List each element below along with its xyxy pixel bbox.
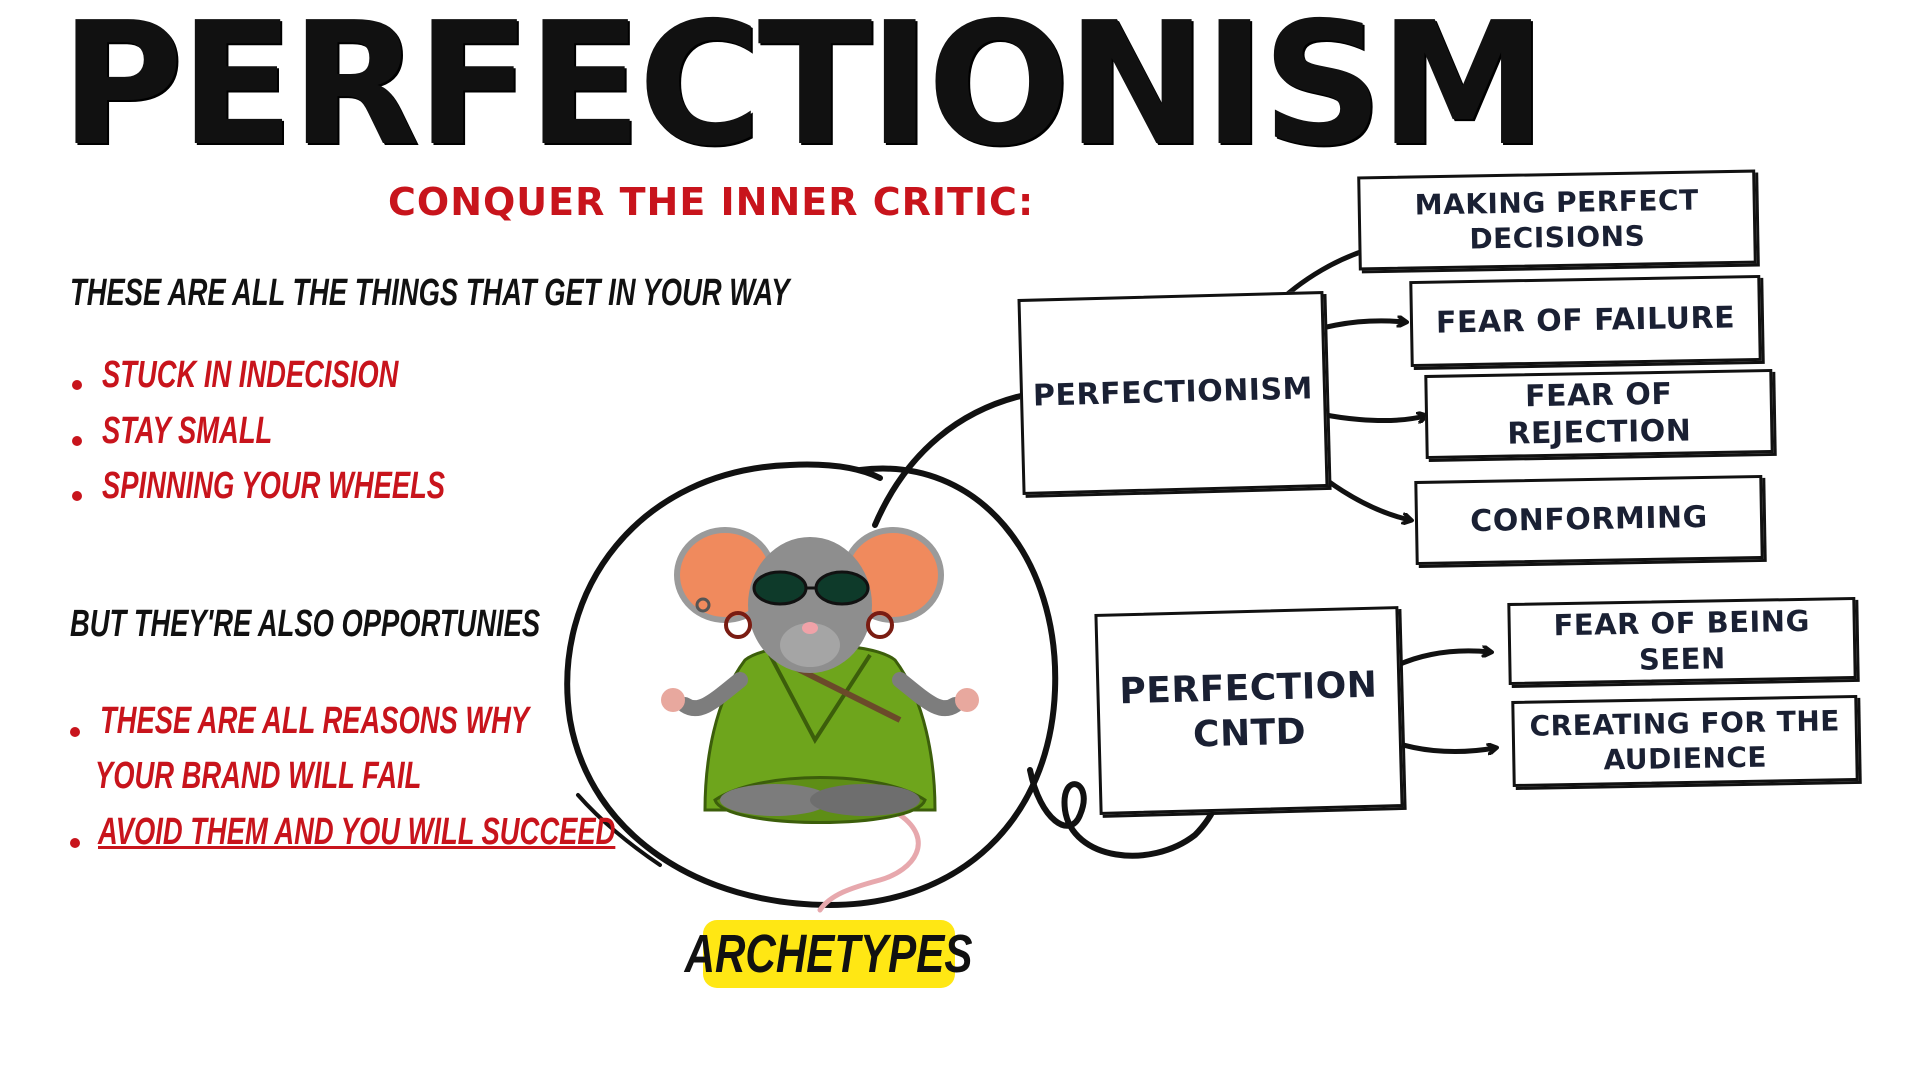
- obstacle-item: SPINNING YOUR WHEELS: [102, 465, 446, 507]
- arrow-to-perfection-cntd: [1027, 760, 1225, 859]
- box-creating-for-audience: CREATING FOR THE AUDIENCE: [1511, 694, 1859, 788]
- making-line2: DECISIONS: [1469, 219, 1646, 256]
- archetypes-badge: ARCHETYPES: [685, 920, 973, 988]
- archetypes-label: ARCHETYPES: [685, 924, 973, 984]
- node-perfectionism: PERFECTIONISM: [1017, 291, 1329, 495]
- fear-of-failure-label: FEAR OF FAILURE: [1435, 300, 1736, 341]
- obstacle-item: STAY SMALL: [102, 410, 273, 452]
- node-perfection-cntd-line2: CNTD: [1192, 711, 1307, 755]
- box-making-perfect-decisions: MAKING PERFECT DECISIONS: [1357, 169, 1757, 271]
- opportunity-item: THESE ARE ALL REASONS WHY: [100, 700, 530, 742]
- arrow-to-perfectionism: [872, 392, 1040, 528]
- main-title: PERFECTIONISM: [60, 0, 1546, 184]
- node-perfectionism-label: PERFECTIONISM: [1032, 371, 1314, 414]
- obstacle-item: STUCK IN INDECISION: [102, 354, 399, 396]
- creating-line2: AUDIENCE: [1603, 740, 1768, 777]
- opportunity-item-underlined: AVOID THEM AND YOU WILL SUCCEED: [98, 811, 616, 853]
- bullet-dot: [72, 436, 82, 446]
- box-fear-of-failure: FEAR OF FAILURE: [1409, 274, 1762, 368]
- intro-text: THESE ARE ALL THE THINGS THAT GET IN YOU…: [70, 272, 790, 314]
- fear-of-rejection-label: FEAR OF REJECTION: [1507, 376, 1692, 452]
- box-fear-of-being-seen: FEAR OF BEING SEEN: [1507, 596, 1857, 686]
- bullet-dot: [70, 838, 80, 848]
- creating-line1: CREATING FOR THE: [1529, 704, 1841, 743]
- circle-outline-icon: [564, 461, 1059, 909]
- conforming-label: CONFORMING: [1469, 500, 1709, 540]
- node-perfection-cntd: PERFECTION CNTD: [1094, 606, 1404, 815]
- subtitle: CONQUER THE INNER CRITIC:: [388, 180, 1035, 224]
- making-line1: MAKING PERFECT: [1414, 183, 1699, 222]
- bullet-dot: [72, 380, 82, 390]
- opportunities-heading: BUT THEY'RE ALSO OPPORTUNIES: [70, 603, 541, 645]
- opportunity-item-continued: YOUR BRAND WILL FAIL: [95, 755, 422, 797]
- fear-of-being-seen-label: FEAR OF BEING SEEN: [1553, 603, 1811, 677]
- bullet-dot: [72, 491, 82, 501]
- meditating-mouse-icon: [661, 527, 979, 913]
- box-fear-of-rejection: FEAR OF REJECTION: [1424, 368, 1774, 460]
- node-perfection-cntd-line1: PERFECTION: [1118, 664, 1378, 712]
- box-conforming: CONFORMING: [1414, 474, 1764, 566]
- bullet-dot: [70, 727, 80, 737]
